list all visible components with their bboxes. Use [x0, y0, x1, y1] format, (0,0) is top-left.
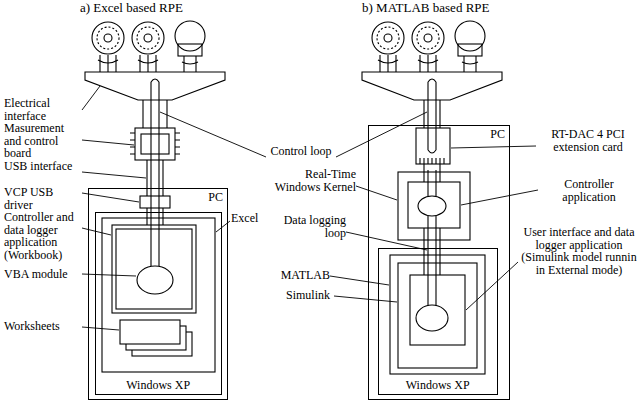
cable-right: [424, 100, 440, 128]
part-label: User interface and data logger applicati…: [519, 226, 639, 276]
pc-box: PC Windows XP: [368, 125, 510, 400]
os-box: Windows XP: [378, 248, 498, 395]
workbook-box: [112, 225, 196, 313]
part-label: Real-Time Windows Kernel: [272, 168, 356, 193]
leader-lines: [82, 86, 538, 330]
data-logging-loop: [428, 216, 436, 306]
motor-set-left: [92, 21, 205, 72]
part-label: Controller application: [539, 178, 639, 203]
part-label: RT-DAC 4 PCI extension card: [537, 128, 639, 153]
kernel-box: [398, 172, 470, 240]
vcp-driver-box: [140, 196, 170, 208]
control-loop-right: [428, 79, 436, 153]
part-label: Masurement and control board: [4, 122, 80, 160]
part-label: VCP USB driver: [4, 186, 80, 211]
part-label: VBA module: [4, 268, 80, 281]
part-label: Electrical interface: [4, 97, 80, 122]
controller-loop: [428, 170, 436, 196]
electrical-interface: [362, 72, 502, 100]
part-label: Simulink: [262, 289, 330, 302]
matlab-box: [390, 255, 485, 374]
electrical-interface: [85, 72, 225, 100]
loop-label: Data logging loop: [272, 214, 346, 239]
data-cable: [424, 228, 440, 275]
os-box: Windows XP: [95, 212, 222, 395]
box-label: Windows XP: [406, 379, 470, 392]
part-label: USB interface: [4, 160, 80, 173]
control-loop-left: [137, 79, 173, 294]
pc-box: PC Windows XP: [88, 188, 228, 400]
controller-box: [408, 182, 460, 228]
loop-label: Control loop: [264, 145, 338, 158]
usb-cable: [147, 160, 163, 225]
box-label: PC: [490, 128, 505, 141]
part-label: MATLAB: [262, 269, 330, 282]
controller-bulb: [418, 196, 446, 216]
box-label: PC: [208, 191, 223, 204]
control-board: [130, 128, 180, 160]
user-interface-box: [410, 275, 465, 345]
box-label: Windows XP: [126, 379, 190, 392]
kernel-cable: [424, 164, 440, 182]
motor-set-right: [372, 21, 485, 72]
pci-card: [416, 128, 450, 164]
workbook-inner: [116, 229, 192, 309]
part-label: Worksheets: [4, 320, 80, 333]
part-label: Controller and data logger application (…: [4, 211, 80, 261]
worksheets: [120, 320, 192, 356]
simulink-box: [398, 263, 477, 368]
panel-title: b) MATLAB based RPE: [362, 2, 542, 15]
part-label: Excel: [231, 212, 271, 225]
user-interface-bulb: [416, 305, 448, 331]
panel-title: a) Excel based RPE: [80, 2, 250, 15]
cable-left: [143, 100, 167, 128]
